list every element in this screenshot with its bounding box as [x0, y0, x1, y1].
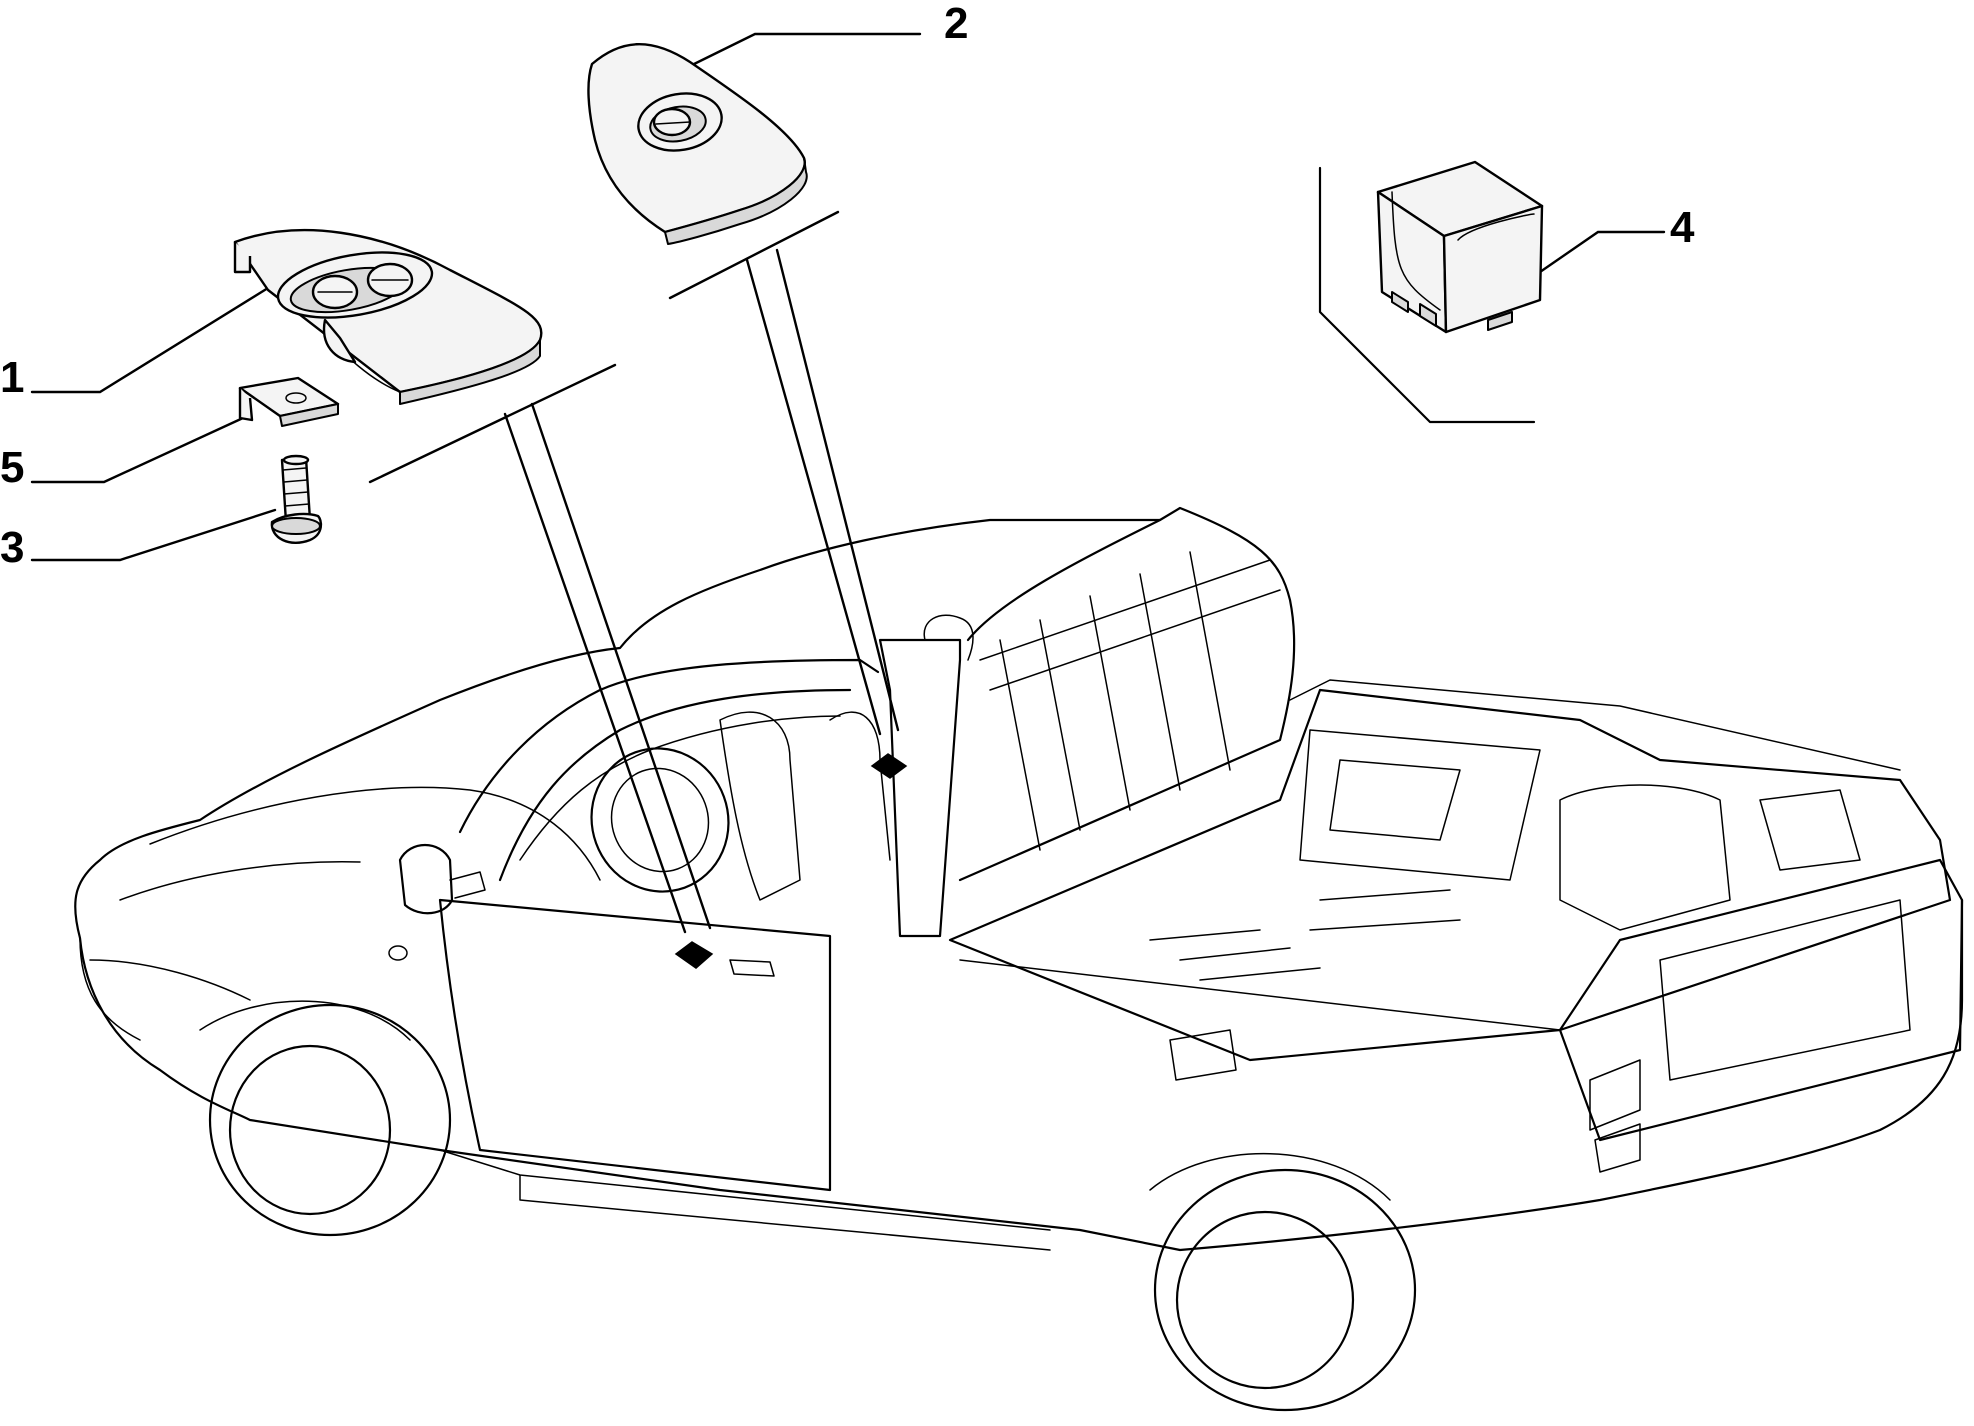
part-1-double-window-switch [233, 229, 543, 405]
callout-1: 1 [0, 353, 24, 402]
part-2-single-window-switch [587, 43, 808, 245]
vehicle-door [438, 898, 832, 1192]
rear-wheel [1149, 1152, 1417, 1412]
leader-2 [688, 32, 922, 68]
pickup-vehicle [74, 506, 1964, 1412]
steering-wheel [590, 747, 730, 893]
vehicle-tailgate [1558, 858, 1964, 1142]
leader-3 [30, 508, 277, 562]
leader-5 [30, 416, 245, 484]
switch-location-pillar [870, 753, 908, 779]
callout-4: 4 [1670, 203, 1695, 252]
leader-4 [1538, 230, 1666, 274]
leader-lines [30, 32, 1666, 562]
part-5-clip [238, 376, 340, 427]
part-4-relay [1318, 160, 1544, 424]
part-3-screw [270, 454, 323, 545]
front-wheel [199, 1000, 452, 1237]
callout-2: 2 [944, 0, 968, 48]
projection-lines [368, 210, 900, 934]
vehicle-bed [948, 688, 1952, 1062]
side-mirror [398, 844, 454, 915]
callout-5: 5 [0, 443, 24, 492]
leader-1 [30, 286, 270, 394]
switch-location-door [674, 941, 714, 969]
vehicle-body-outline [74, 518, 1964, 1252]
fuel-cap [1169, 1029, 1237, 1081]
callout-3: 3 [0, 523, 24, 572]
